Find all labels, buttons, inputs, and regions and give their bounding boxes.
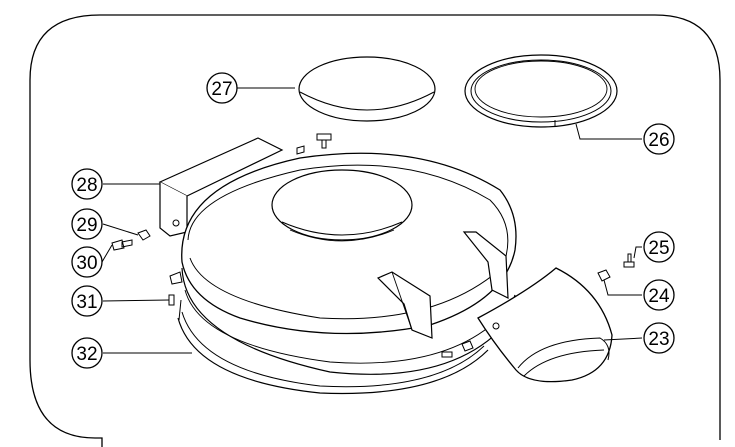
callout-30: 30 — [71, 246, 103, 278]
right-fin-part — [462, 231, 509, 299]
callout-number: 25 — [648, 238, 669, 259]
callout-25: 25 — [643, 231, 675, 263]
leader-lines — [101, 87, 643, 354]
callout-23: 23 — [643, 322, 675, 354]
deflector-shield-part — [477, 267, 613, 383]
callout-number: 29 — [76, 215, 97, 236]
callout-26: 26 — [643, 123, 675, 155]
callout-circle — [71, 285, 103, 317]
diagram-frame — [29, 14, 721, 447]
callout-circle — [643, 123, 675, 155]
callout-number: 23 — [648, 329, 669, 350]
callout-27: 27 — [206, 72, 238, 104]
callout-circle — [643, 322, 675, 354]
mounting-bracket-part — [158, 137, 284, 237]
callout-circle — [71, 337, 103, 369]
callout-number: 24 — [648, 286, 670, 307]
callout-29: 29 — [71, 208, 103, 240]
ring-gasket-part — [464, 54, 618, 128]
callout-number: 27 — [211, 79, 232, 100]
callout-circle — [643, 231, 675, 263]
dome-cover-part — [181, 152, 517, 335]
disc-lid-part — [298, 56, 436, 122]
callout-number: 26 — [648, 130, 669, 151]
part-callouts: 23 24 25 26 27 28 29 30 31 32 — [71, 72, 675, 369]
callout-number: 32 — [76, 344, 97, 365]
left-fin-part — [376, 271, 433, 339]
callout-28: 28 — [71, 168, 103, 200]
callout-32: 32 — [71, 337, 103, 369]
callout-number: 28 — [76, 175, 97, 196]
callout-circle — [71, 208, 103, 240]
callout-circle — [206, 72, 238, 104]
callout-number: 31 — [76, 292, 97, 313]
callout-31: 31 — [71, 285, 103, 317]
callout-circle — [71, 246, 103, 278]
callout-number: 30 — [76, 253, 97, 274]
callout-circle — [643, 279, 675, 311]
callout-circle — [71, 168, 103, 200]
callout-24: 24 — [643, 279, 675, 311]
lower-band-part — [177, 299, 489, 395]
hardware-bits — [111, 133, 635, 358]
